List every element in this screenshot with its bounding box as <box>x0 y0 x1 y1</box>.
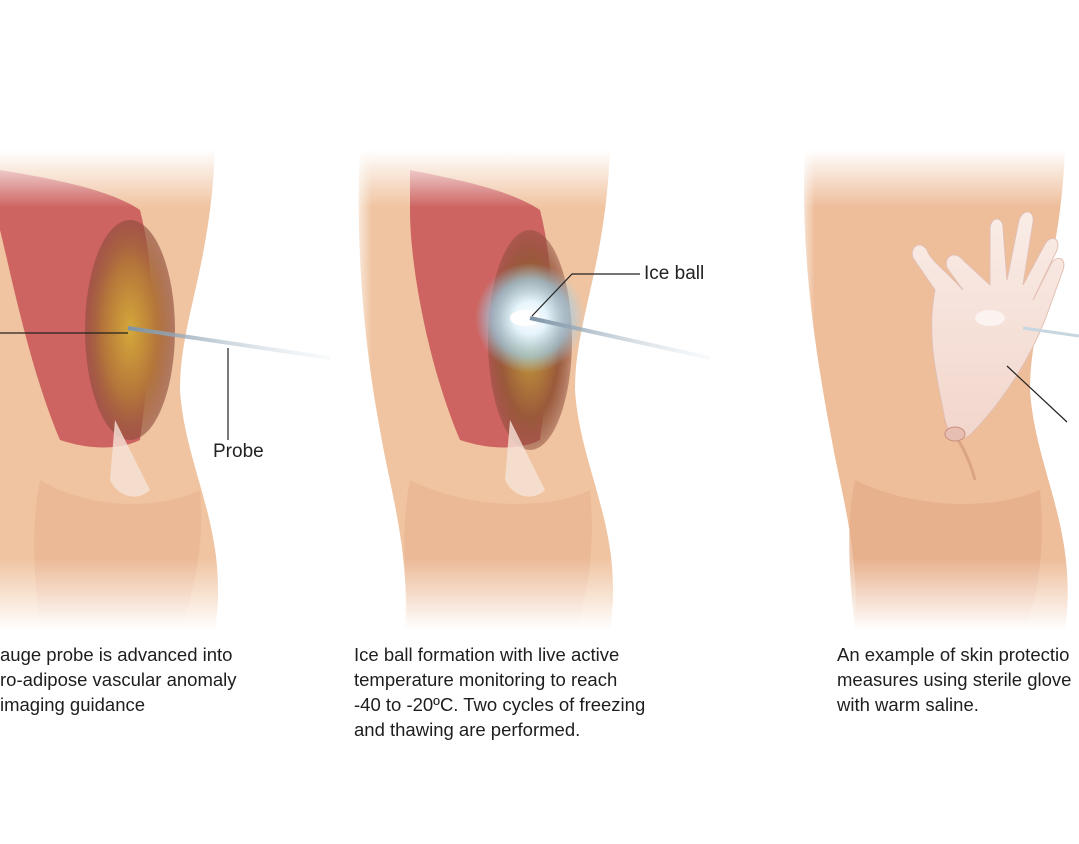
knee-illustration-3 <box>795 150 1079 630</box>
caption-line: ro-adipose vascular anomaly <box>0 669 237 690</box>
panel-skin-protection <box>795 150 1079 630</box>
caption-line: temperature monitoring to reach <box>354 669 618 690</box>
fade-overlay-left <box>795 150 1079 630</box>
fade-overlay <box>0 150 330 630</box>
caption-line: imaging guidance <box>0 694 146 715</box>
caption-panel-2: Ice ball formation with live active temp… <box>354 642 645 742</box>
caption-line: auge probe is advanced into <box>0 644 233 665</box>
knee-illustration-2 <box>350 150 710 630</box>
probe-label: Probe <box>213 441 264 462</box>
caption-panel-3: An example of skin protectio measures us… <box>837 642 1071 717</box>
panel-probe-insertion <box>0 150 330 630</box>
knee-illustration-1 <box>0 150 330 630</box>
caption-line: Ice ball formation with live active <box>354 644 620 665</box>
fade-overlay-left <box>350 150 710 630</box>
caption-line: An example of skin protectio <box>837 644 1070 665</box>
ice-ball-label: Ice ball <box>644 263 705 284</box>
caption-line: -40 to -20ºC. Two cycles of freezing <box>354 694 646 715</box>
caption-panel-1: auge probe is advanced into ro-adipose v… <box>0 642 237 717</box>
caption-line: with warm saline. <box>837 694 979 715</box>
panel-ice-ball <box>350 150 710 630</box>
caption-line: and thawing are performed. <box>354 719 581 740</box>
caption-line: measures using sterile glove <box>837 669 1072 690</box>
